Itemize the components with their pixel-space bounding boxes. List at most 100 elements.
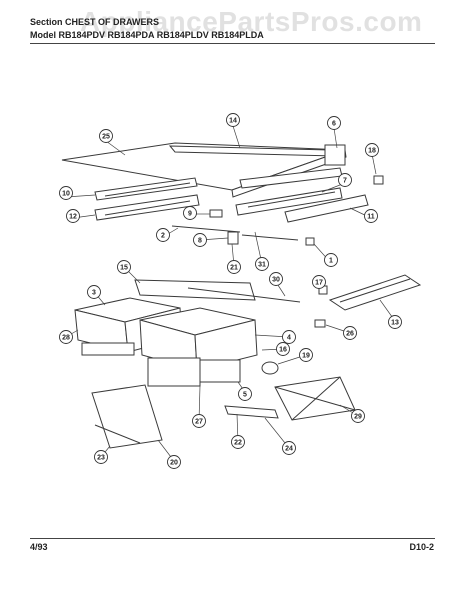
callout-number: 25: [102, 134, 110, 141]
callout-circle: [324, 253, 338, 267]
callout-number: 30: [272, 277, 280, 284]
callout-circle: [388, 315, 402, 329]
callout-circle: [312, 275, 326, 289]
callout-number: 17: [315, 280, 323, 287]
callout-8: 8: [193, 233, 207, 247]
callout-number: 7: [343, 178, 347, 185]
callout-circle: [365, 143, 379, 157]
callout-29: 29: [351, 409, 365, 423]
callout-7: 7: [338, 173, 352, 187]
footer-page-code: D10-2: [409, 542, 434, 552]
callout-circle: [255, 257, 269, 271]
callout-22: 22: [231, 435, 245, 449]
callout-13: 13: [388, 315, 402, 329]
callout-circle: [351, 409, 365, 423]
callout-number: 19: [302, 353, 310, 360]
callout-circle: [193, 233, 207, 247]
callout-16: 16: [276, 342, 290, 356]
callout-circle: [299, 348, 313, 362]
callout-10: 10: [59, 186, 73, 200]
callout-circle: [364, 209, 378, 223]
callout-20: 20: [167, 455, 181, 469]
callout-31: 31: [255, 257, 269, 271]
callout-25: 25: [99, 129, 113, 143]
callout-4: 4: [282, 330, 296, 344]
callout-circle: [231, 435, 245, 449]
callout-26: 26: [343, 326, 357, 340]
callout-number: 13: [391, 320, 399, 327]
callout-number: 14: [229, 118, 237, 125]
callout-circle: [156, 228, 170, 242]
callout-number: 1: [329, 258, 333, 265]
callout-number: 6: [332, 121, 336, 128]
callout-number: 23: [97, 455, 105, 462]
callout-12: 12: [66, 209, 80, 223]
callout-number: 4: [287, 335, 291, 342]
callout-circle: [227, 260, 241, 274]
callout-19: 19: [299, 348, 313, 362]
callout-14: 14: [226, 113, 240, 127]
callout-circle: [59, 330, 73, 344]
callout-number: 15: [120, 265, 128, 272]
callout-circle: [167, 455, 181, 469]
crisper-drawers: [74, 297, 279, 387]
watermark: AppliancePartsPros.com: [80, 6, 423, 37]
header-rule: [30, 43, 435, 44]
callout-circle: [343, 326, 357, 340]
callout-circle: [117, 260, 131, 274]
callout-24: 24: [282, 441, 296, 455]
callout-3: 3: [87, 285, 101, 299]
callout-circle: [226, 113, 240, 127]
callout-1: 1: [324, 253, 338, 267]
left-rail-assembly: [94, 177, 200, 221]
callout-number: 8: [198, 238, 202, 245]
callout-9: 9: [183, 206, 197, 220]
callout-number: 29: [354, 414, 362, 421]
tray: [274, 376, 356, 421]
callout-circle: [327, 116, 341, 130]
callout-circle: [99, 129, 113, 143]
small-hardware: [171, 175, 384, 328]
callout-number: 18: [368, 148, 376, 155]
callout-23: 23: [94, 450, 108, 464]
right-slide-assembly: [328, 274, 422, 311]
callout-number: 16: [279, 347, 287, 354]
callout-21: 21: [227, 260, 241, 274]
footer-date: 4/93: [30, 542, 48, 552]
callout-layer: 14 6 25 18 7 10 12 9 8 11 2 21 31 1 15 30 17 3 28 4 26 16 13 19…: [59, 113, 402, 469]
callout-number: 3: [92, 290, 96, 297]
callout-circle: [282, 330, 296, 344]
callout-number: 9: [188, 211, 192, 218]
callout-circle: [94, 450, 108, 464]
callout-circle: [269, 272, 283, 286]
callout-number: 26: [346, 331, 354, 338]
drawer-frame: [134, 279, 301, 303]
drawer-front-cover: [91, 384, 163, 449]
bracket: [224, 405, 279, 419]
callout-18: 18: [365, 143, 379, 157]
footer-rule: [30, 538, 435, 539]
callout-circle: [183, 206, 197, 220]
callout-circle: [87, 285, 101, 299]
callout-number: 22: [234, 440, 242, 447]
callout-number: 27: [195, 419, 203, 426]
model-list: Model RB184PDV RB184PDA RB184PLDV RB184P…: [30, 30, 264, 40]
callout-number: 12: [69, 214, 77, 221]
section-title: Section CHEST OF DRAWERS: [30, 17, 160, 27]
callout-circle: [59, 186, 73, 200]
callout-2: 2: [156, 228, 170, 242]
callout-11: 11: [364, 209, 378, 223]
callout-number: 10: [62, 191, 70, 198]
callout-number: 2: [161, 233, 165, 240]
callout-number: 21: [230, 265, 238, 272]
callout-circle: [238, 387, 252, 401]
callout-number: 31: [258, 262, 266, 269]
callout-30: 30: [269, 272, 283, 286]
callout-circle: [192, 414, 206, 428]
callout-17: 17: [312, 275, 326, 289]
callout-circle: [276, 342, 290, 356]
callout-number: 20: [170, 460, 178, 467]
callout-number: 28: [62, 335, 70, 342]
